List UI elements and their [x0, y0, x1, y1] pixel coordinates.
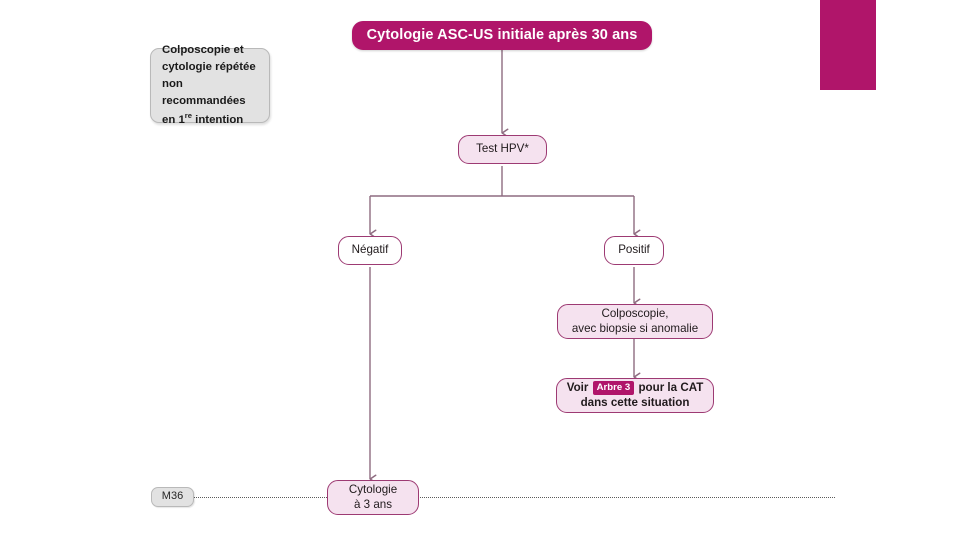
voir-arbre-post: pour la CAT — [638, 381, 704, 395]
voir-arbre-pre: Voir — [566, 381, 589, 395]
link-chip-arbre-3[interactable]: Arbre 3 — [592, 381, 635, 395]
note-line-4-pre: en 1 — [162, 114, 185, 127]
note-box-not-recommended: Colposcopie et cytologie répétée non rec… — [150, 44, 270, 126]
timeline-tag-m36: M36 — [151, 487, 194, 507]
note-line-3: non recommandées — [162, 78, 246, 108]
note-line-2: cytologie répétée — [162, 60, 256, 73]
voir-arbre-line-1: Voir Arbre 3 pour la CAT — [566, 381, 704, 395]
note-line-4: en 1re intention — [162, 110, 259, 129]
node-colposcopie-biopsie[interactable]: Colposcopie, avec biopsie si anomalie — [557, 304, 713, 339]
node-positif[interactable]: Positif — [604, 236, 664, 265]
note-line-4-superscript: re — [184, 111, 192, 121]
node-negatif[interactable]: Négatif — [338, 236, 402, 265]
cytologie-line-2: à 3 ans — [353, 497, 393, 511]
cytologie-line-1: Cytologie — [348, 483, 398, 497]
decorative-magenta-block — [820, 0, 876, 90]
node-voir-arbre-3[interactable]: Voir Arbre 3 pour la CAT dans cette situ… — [556, 378, 714, 413]
colposcopie-line-2: avec biopsie si anomalie — [571, 321, 699, 335]
node-cytologie-3-ans[interactable]: Cytologie à 3 ans — [327, 480, 419, 515]
voir-arbre-line-2: dans cette situation — [580, 395, 690, 409]
note-line-1: Colposcopie et — [162, 43, 244, 56]
note-line-4-post: intention — [191, 114, 244, 127]
node-test-hpv[interactable]: Test HPV* — [458, 135, 547, 164]
timeline-dotted-line — [193, 497, 835, 498]
colposcopie-line-1: Colposcopie, — [601, 307, 669, 321]
banner-title: Cytologie ASC-US initiale après 30 ans — [352, 21, 652, 50]
